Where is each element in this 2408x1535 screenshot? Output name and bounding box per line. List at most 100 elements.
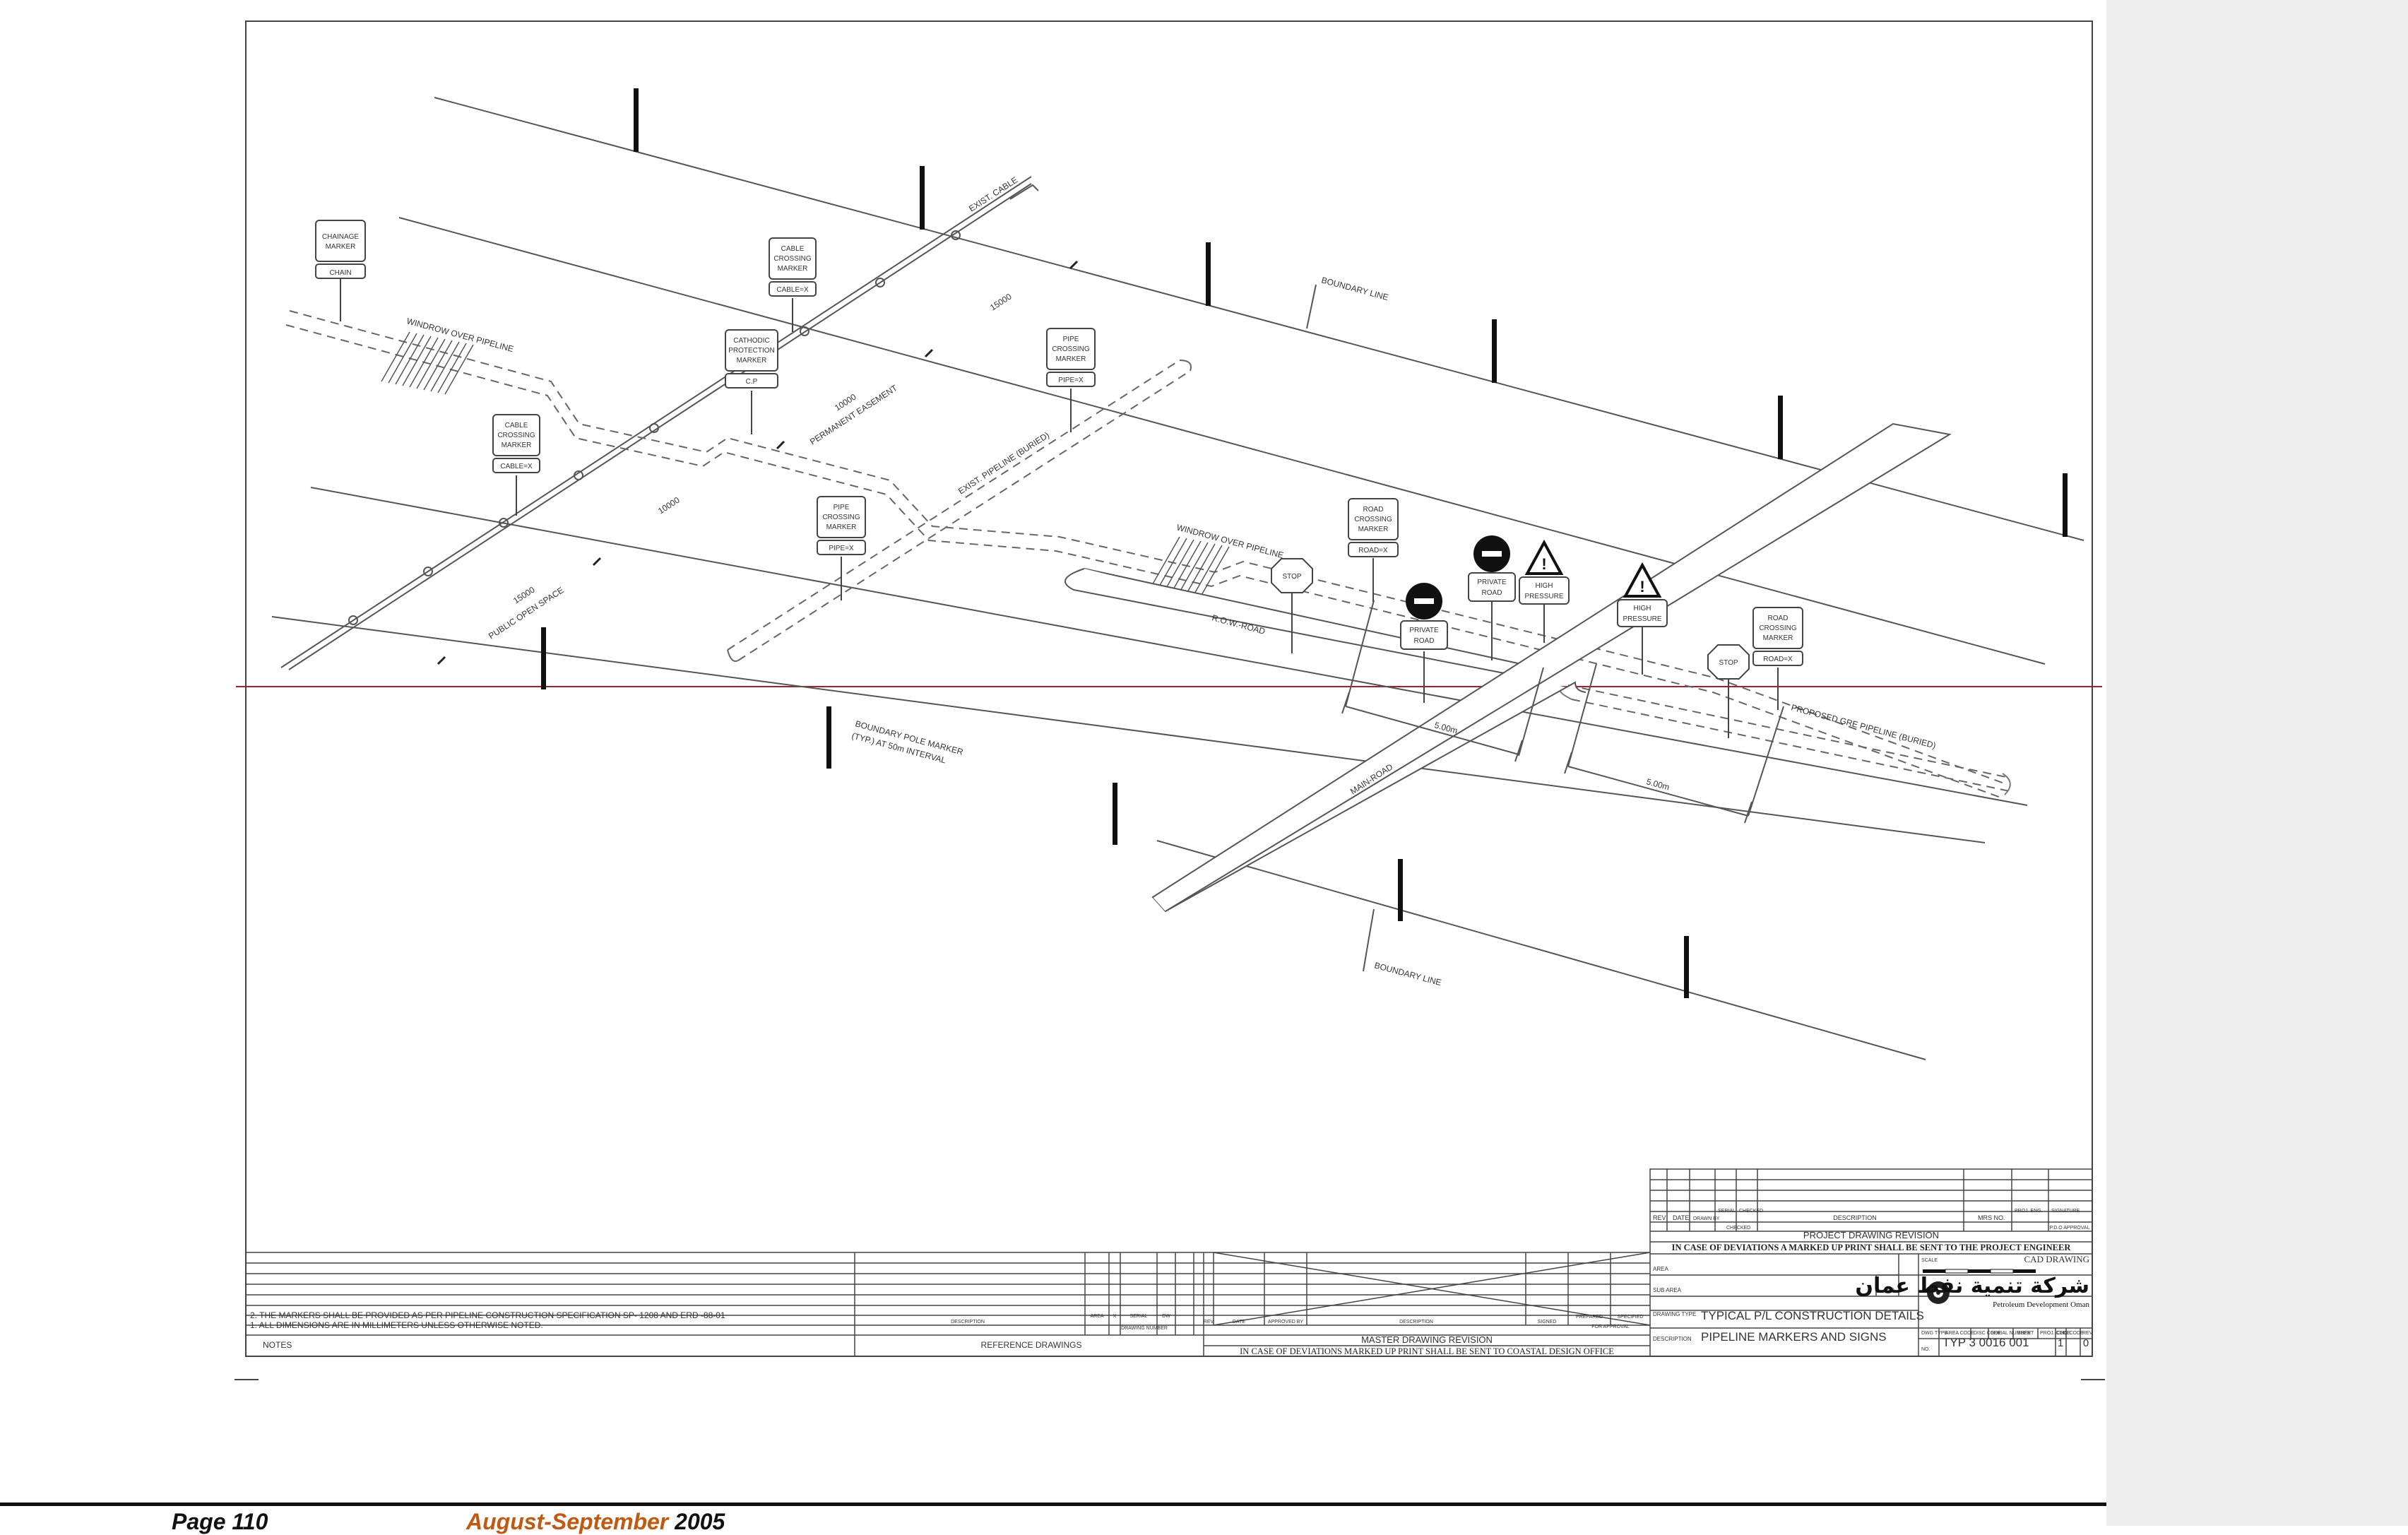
svg-text:SERIAL NUMBER: SERIAL NUMBER bbox=[1991, 1331, 2031, 1336]
chainage-marker-sign: CHAINAGE MARKER CHAIN bbox=[315, 220, 366, 279]
cable-crossing-marker-sign-2: CABLE CROSSING MARKER CABLE=X bbox=[492, 414, 540, 473]
svg-text:MARKER: MARKER bbox=[1358, 526, 1389, 533]
svg-text:CROSSING: CROSSING bbox=[1052, 345, 1090, 353]
boundary-poles bbox=[541, 88, 2068, 998]
pdo-logo bbox=[1927, 1281, 1950, 1304]
svg-text:HIGH: HIGH bbox=[1536, 582, 1553, 590]
svg-text:10000: 10000 bbox=[656, 494, 682, 516]
svg-text:DATE: DATE bbox=[1673, 1214, 1689, 1221]
svg-text:1. ALL DIMENSIONS ARE IN MILLI: 1. ALL DIMENSIONS ARE IN MILLIMETERS UNL… bbox=[250, 1320, 543, 1330]
svg-text:PIPE=X: PIPE=X bbox=[829, 545, 854, 552]
svg-text:STOP: STOP bbox=[1282, 573, 1301, 581]
drawing-frame bbox=[245, 20, 2093, 1357]
svg-text:DISC CODE: DISC CODE bbox=[1974, 1331, 2001, 1336]
svg-text:EXIST. PIPELINE (BURIED): EXIST. PIPELINE (BURIED) bbox=[956, 430, 1051, 497]
svg-text:WINDROW OVER PIPELINE: WINDROW OVER PIPELINE bbox=[1175, 522, 1284, 560]
road-crossing-marker-sign-2: ROAD CROSSING MARKER ROAD=X bbox=[1752, 607, 1803, 666]
pipeline-drawing: CHAINAGE MARKER CHAIN CABLE CROSSING MAR… bbox=[235, 20, 2105, 1380]
exist-pipeline-buried bbox=[727, 360, 1191, 661]
svg-text:MARKER: MARKER bbox=[826, 523, 857, 531]
svg-text:FOR APPROVAL: FOR APPROVAL bbox=[1591, 1324, 1630, 1329]
svg-text:CROSSING: CROSSING bbox=[1759, 624, 1797, 632]
svg-text:SUB AREA: SUB AREA bbox=[1653, 1287, 1682, 1293]
svg-text:CABLE=X: CABLE=X bbox=[500, 463, 533, 470]
svg-text:NO.: NO. bbox=[1886, 1287, 1896, 1293]
svg-text:!: ! bbox=[1639, 578, 1644, 595]
svg-text:MARKER: MARKER bbox=[778, 265, 808, 273]
svg-text:ROAD: ROAD bbox=[1363, 506, 1384, 514]
svg-text:AREA: AREA bbox=[1653, 1266, 1668, 1272]
svg-text:IN CASE OF DEVIATIONS MARKED U: IN CASE OF DEVIATIONS MARKED UP PRINT SH… bbox=[1240, 1346, 1614, 1356]
svg-text:MASTER DRAWING REVISION: MASTER DRAWING REVISION bbox=[1361, 1334, 1493, 1345]
svg-text:شركة تنمية نفط عمان: شركة تنمية نفط عمان bbox=[1855, 1274, 2089, 1298]
page-number: Page 110 bbox=[172, 1509, 268, 1534]
svg-text:PROPOSED GRE PIPELINE (BURIED): PROPOSED GRE PIPELINE (BURIED) bbox=[1790, 702, 1937, 750]
svg-text:PRIVATE: PRIVATE bbox=[1409, 627, 1439, 634]
pipe-crossing-marker-sign-2: PIPE CROSSING MARKER PIPE=X bbox=[817, 496, 866, 555]
svg-text:TYP 3 0016 001: TYP 3 0016 001 bbox=[1943, 1336, 2029, 1349]
high-pressure-sign-2: ! HIGH PRESSURE bbox=[1617, 562, 1668, 627]
issue-year: 2005 bbox=[668, 1509, 725, 1534]
svg-text:P.D.O APPROVAL: P.D.O APPROVAL bbox=[2050, 1226, 2090, 1231]
dimension-5m bbox=[1341, 600, 1784, 824]
svg-text:AREA CODE: AREA CODE bbox=[1945, 1331, 1974, 1336]
svg-text:SCALE: SCALE bbox=[1921, 1258, 1938, 1263]
svg-text:SHEET: SHEET bbox=[2017, 1331, 2034, 1336]
svg-text:DWG TYPE: DWG TYPE bbox=[1921, 1331, 1948, 1336]
windrow-hatch-1 bbox=[381, 331, 474, 395]
svg-text:DESCRIPTION: DESCRIPTION bbox=[951, 1320, 985, 1324]
svg-text:ROAD: ROAD bbox=[1414, 637, 1435, 645]
svg-text:NOTES: NOTES bbox=[263, 1340, 292, 1350]
stop-sign-2: STOP bbox=[1707, 644, 1750, 680]
svg-text:C.P: C.P bbox=[746, 378, 758, 386]
svg-text:STOP: STOP bbox=[1719, 659, 1738, 667]
document-page: CHAINAGE MARKER CHAIN CABLE CROSSING MAR… bbox=[235, 20, 2105, 1380]
svg-text:CROSSING: CROSSING bbox=[773, 255, 812, 263]
high-pressure-sign-1: ! HIGH PRESSURE bbox=[1519, 539, 1570, 605]
svg-text:PRESSURE: PRESSURE bbox=[1524, 593, 1563, 600]
cable-crossing-marker-sign-1: CABLE CROSSING MARKER CABLE=X bbox=[769, 237, 817, 297]
svg-text:CHECKED: CHECKED bbox=[1726, 1226, 1750, 1231]
svg-text:PIPELINE MARKERS AND SIGNS: PIPELINE MARKERS AND SIGNS bbox=[1701, 1330, 1887, 1344]
svg-text:BOUNDARY LINE: BOUNDARY LINE bbox=[1320, 275, 1389, 302]
title-block: REV DATE DRAWN BY SERIAL CHECKED DESCRIP… bbox=[1649, 1168, 2093, 1357]
svg-text:PIPE: PIPE bbox=[834, 504, 850, 511]
svg-text:SIGNATURE: SIGNATURE bbox=[2051, 1209, 2080, 1214]
stop-sign-1: STOP bbox=[1271, 558, 1313, 593]
windrow-hatch-2 bbox=[1151, 536, 1230, 597]
svg-text:CROSSING: CROSSING bbox=[822, 514, 860, 521]
issue-month: August-September bbox=[466, 1509, 669, 1534]
proposed-gre-pipeline bbox=[1567, 684, 2010, 792]
svg-text:PERMANENT EASEMENT: PERMANENT EASEMENT bbox=[808, 383, 899, 447]
svg-text:1: 1 bbox=[2058, 1337, 2063, 1349]
existing-cable bbox=[288, 183, 1039, 670]
scale-bar bbox=[1923, 1269, 2036, 1274]
svg-text:CATHODIC: CATHODIC bbox=[733, 337, 769, 345]
svg-text:BOUNDARY LINE: BOUNDARY LINE bbox=[1373, 960, 1442, 988]
svg-text:DRAWING TYPE: DRAWING TYPE bbox=[1653, 1311, 1696, 1317]
svg-text:MRS NO.: MRS NO. bbox=[1978, 1214, 2005, 1221]
page-gutter bbox=[2106, 0, 2408, 1526]
private-road-sign-1: PRIVATE ROAD bbox=[1400, 583, 1448, 650]
road-crossing-marker-sign-1: ROAD CROSSING MARKER ROAD=X bbox=[1348, 498, 1399, 557]
svg-text:CAD DRAWING: CAD DRAWING bbox=[2024, 1254, 2089, 1264]
svg-text:IN CASE OF DEVIATIONS A MARKED: IN CASE OF DEVIATIONS A MARKED UP PRINT … bbox=[1672, 1243, 2072, 1252]
windrow-pipeline bbox=[285, 310, 2007, 799]
svg-text:PROJ. ENG.: PROJ. ENG. bbox=[2015, 1209, 2043, 1214]
svg-text:TYPICAL P/L CONSTRUCTION DETAI: TYPICAL P/L CONSTRUCTION DETAILS bbox=[1701, 1309, 1924, 1322]
svg-text:CHAIN: CHAIN bbox=[329, 269, 351, 277]
svg-text:REV: REV bbox=[1653, 1214, 1666, 1221]
svg-text:MARKER: MARKER bbox=[502, 441, 532, 449]
sign-posts bbox=[340, 278, 1779, 738]
svg-text:CABLE: CABLE bbox=[781, 245, 805, 253]
roads bbox=[1064, 422, 1952, 913]
svg-text:CHAINAGE: CHAINAGE bbox=[322, 233, 360, 241]
svg-text:REV: REV bbox=[1204, 1320, 1214, 1324]
svg-text:SERIAL: SERIAL bbox=[1718, 1209, 1736, 1214]
svg-text:PIPE=X: PIPE=X bbox=[1058, 377, 1084, 384]
svg-text:DRAWN BY: DRAWN BY bbox=[1693, 1216, 1720, 1221]
svg-text:DESCRIPTION: DESCRIPTION bbox=[1399, 1320, 1433, 1324]
svg-text:5.00m: 5.00m bbox=[1645, 776, 1671, 792]
svg-text:DW: DW bbox=[1162, 1314, 1170, 1319]
issue-date: August-September 2005 bbox=[466, 1509, 725, 1535]
